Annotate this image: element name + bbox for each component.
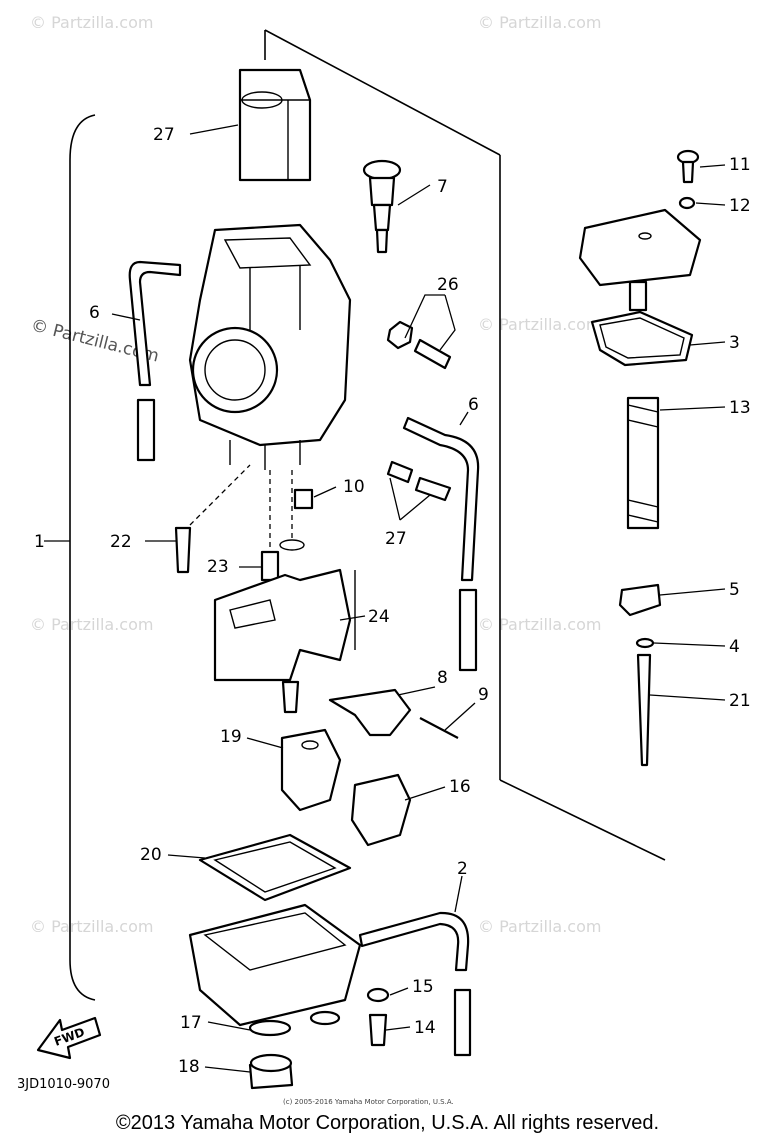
throttle-valve-part xyxy=(238,68,312,182)
jet-10-part xyxy=(293,488,314,510)
pilot-screw-part xyxy=(386,460,452,502)
callouts: 27 7 6 26 6 10 27 22 23 24 8 9 19 16 20 … xyxy=(34,125,751,1077)
float-part xyxy=(213,568,356,714)
callout-5: 5 xyxy=(729,580,740,600)
screw-11-part xyxy=(676,149,700,184)
callout-7: 7 xyxy=(437,177,448,197)
float-bowl-gasket-part xyxy=(198,833,352,902)
callout-6: 6 xyxy=(89,303,100,323)
copyright-footer: ©2013 Yamaha Motor Corporation, U.S.A. A… xyxy=(115,1112,660,1134)
callout-19: 19 xyxy=(220,727,242,747)
callout-3: 3 xyxy=(729,333,740,353)
callout-27: 27 xyxy=(385,529,407,549)
needle-jet-part xyxy=(260,470,305,582)
callout-10: 10 xyxy=(343,477,365,497)
watermark-text: © Partzilla.com xyxy=(30,615,153,634)
hose-right-part xyxy=(402,416,480,672)
callout-4: 4 xyxy=(729,637,740,657)
screw-26-part xyxy=(386,320,452,370)
callout-1: 1 xyxy=(34,532,45,552)
callout-2: 2 xyxy=(457,859,468,879)
top-cap-part xyxy=(578,208,702,312)
spring-13-part xyxy=(626,396,660,530)
watermark-text: © Partzilla.com xyxy=(30,917,153,936)
jet-needle-21-part xyxy=(636,653,652,767)
callout-24: 24 xyxy=(368,607,390,627)
screw-14-part xyxy=(368,1013,388,1047)
drain-plug-part xyxy=(248,1053,294,1090)
hose-left-part xyxy=(128,260,182,462)
starter-plunger-part xyxy=(362,159,402,254)
callout-23: 23 xyxy=(207,557,229,577)
washer-15-part xyxy=(366,987,390,1003)
carburetor-body-part xyxy=(188,223,352,470)
pilot-jet-part xyxy=(174,464,251,574)
washer-12-part xyxy=(678,196,696,210)
diagram-code: 3JD1010-9070 xyxy=(17,1077,110,1092)
callout-9: 9 xyxy=(478,685,489,705)
callout-11: 11 xyxy=(729,155,751,175)
watermark-text: © Partzilla.com xyxy=(478,917,601,936)
callout-15: 15 xyxy=(412,977,434,997)
leader-lines xyxy=(44,124,726,1073)
watermark-text: © Partzilla.com xyxy=(478,13,601,32)
float-arm-part xyxy=(328,688,412,737)
callout-17: 17 xyxy=(180,1013,202,1033)
overflow-hose-part xyxy=(358,911,472,1057)
callout-8: 8 xyxy=(437,668,448,688)
callout-25: 27 xyxy=(153,125,175,145)
callout-14: 14 xyxy=(414,1018,436,1038)
holder-5-part xyxy=(618,583,662,617)
gasket-3-part xyxy=(590,310,694,367)
callout-20: 20 xyxy=(140,845,162,865)
assembly-frame xyxy=(69,29,666,1001)
callout-6b: 6 xyxy=(468,395,479,415)
watermark-text: © Partzilla.com xyxy=(30,13,153,32)
float-pin-part xyxy=(419,717,459,739)
clip-4-part xyxy=(635,637,655,649)
watermark-text: © Partzilla.com xyxy=(478,615,601,634)
small-notice: (c) 2005-2016 Yamaha Motor Corporation, … xyxy=(283,1098,454,1106)
float-bowl-part xyxy=(188,903,362,1037)
watermarks: © Partzilla.com © Partzilla.com © Partzi… xyxy=(30,13,601,936)
callout-18: 18 xyxy=(178,1057,200,1077)
callout-13: 13 xyxy=(729,398,751,418)
callout-22: 22 xyxy=(110,532,132,552)
callout-26: 26 xyxy=(437,275,459,295)
watermark-text: © Partzilla.com xyxy=(478,315,601,334)
bracket-19-part xyxy=(280,728,342,812)
fwd-arrow-icon: FWD xyxy=(36,1016,102,1060)
callout-12: 12 xyxy=(729,196,751,216)
callout-21: 21 xyxy=(729,691,751,711)
callout-16: 16 xyxy=(449,777,471,797)
cover-16-part xyxy=(350,773,412,847)
